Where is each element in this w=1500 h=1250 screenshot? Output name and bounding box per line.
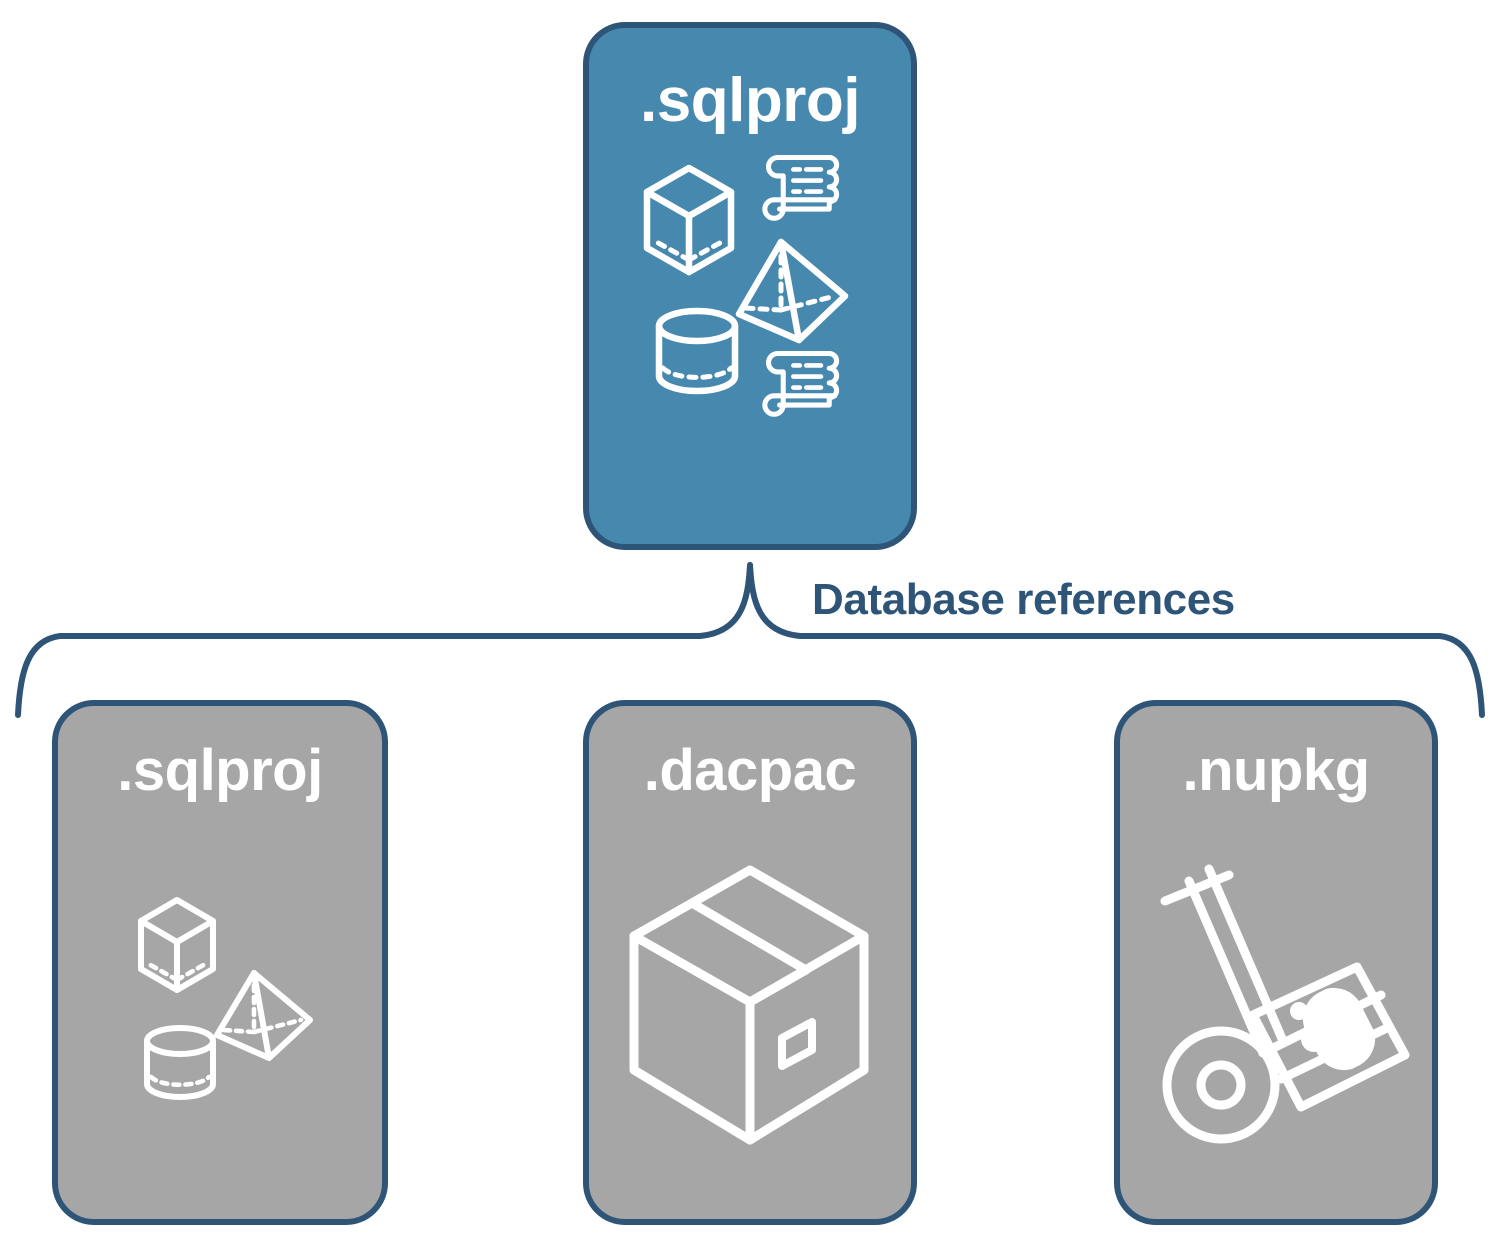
scroll-script-icon: [762, 350, 840, 417]
card-ref-sqlproj-title: .sqlproj: [117, 738, 323, 803]
dacpac-icon-cluster: [589, 800, 911, 1219]
nupkg-icon-cluster: [1120, 800, 1432, 1219]
nuget-dot-small: [1290, 1001, 1308, 1020]
nuget-dot-medium: [1301, 1025, 1327, 1052]
root-icon-cluster: [635, 150, 865, 440]
card-ref-nupkg[interactable]: .nupkg: [1114, 700, 1438, 1225]
card-root-sqlproj[interactable]: .sqlproj: [583, 22, 917, 550]
wheel-hub: [1196, 1060, 1246, 1109]
card-ref-nupkg-title: .nupkg: [1182, 738, 1370, 803]
brace-label: Database references: [812, 575, 1235, 624]
cube-wireframe-icon: [138, 896, 216, 993]
card-root-title: .sqlproj: [640, 66, 860, 135]
pyramid-wireframe-icon: [735, 238, 849, 344]
nuget-dot-large: [1328, 1030, 1366, 1069]
card-ref-sqlproj[interactable]: .sqlproj: [52, 700, 388, 1225]
brace-left-arm: [15, 562, 753, 718]
nuget-package-icon: [1248, 962, 1410, 1111]
scroll-script-icon: [762, 154, 840, 221]
wheel-outer: [1162, 1026, 1280, 1143]
cylinder-wireframe-icon: [655, 307, 739, 395]
cube-wireframe-icon: [643, 164, 735, 276]
shipping-box-icon: [629, 865, 869, 1144]
card-ref-dacpac[interactable]: .dacpac: [583, 700, 917, 1225]
card-ref-dacpac-title: .dacpac: [643, 738, 857, 803]
sqlproj-icon-cluster: [58, 800, 382, 1219]
pyramid-wireframe-icon: [214, 969, 313, 1061]
cylinder-wireframe-icon: [144, 1024, 216, 1100]
